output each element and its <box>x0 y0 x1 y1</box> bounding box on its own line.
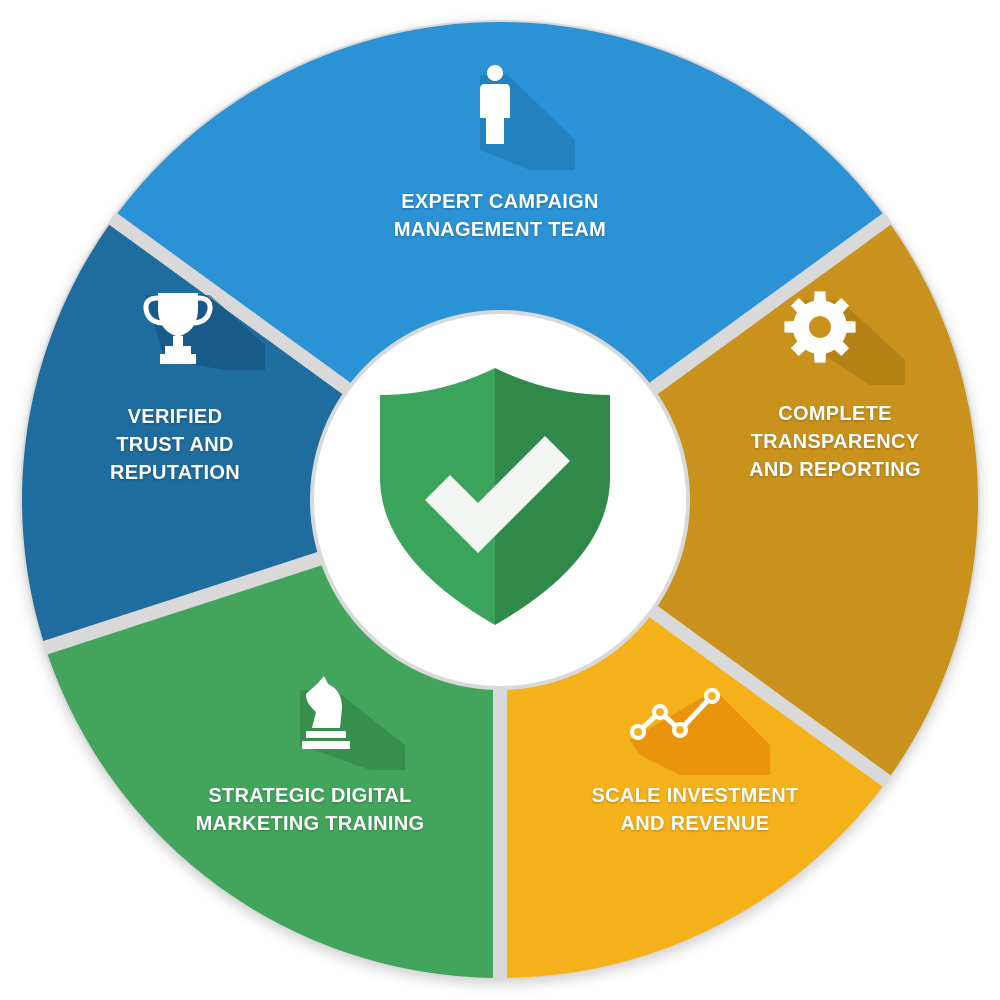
person-icon <box>480 65 510 144</box>
trophy-icon <box>143 293 213 364</box>
label-line: AND REPORTING <box>749 459 921 481</box>
label-line: STRATEGIC DIGITAL <box>208 785 412 807</box>
label-line: REPUTATION <box>109 462 241 484</box>
segment-expert <box>117 22 883 383</box>
label-line: VERIFIED <box>127 406 223 428</box>
shield-check-icon <box>380 368 610 625</box>
label-transparency: COMPLETE TRANSPARENCY AND REPORTING <box>720 400 950 484</box>
label-line: MANAGEMENT TEAM <box>393 219 607 241</box>
label-trust: VERIFIED TRUST AND REPUTATION <box>80 403 270 487</box>
segment-training <box>47 565 494 978</box>
segment-scale <box>506 617 883 978</box>
check-mark <box>425 436 570 553</box>
label-line: COMPLETE <box>778 403 892 425</box>
label-line: MARKETING TRAINING <box>195 813 425 835</box>
label-training: STRATEGIC DIGITAL MARKETING TRAINING <box>175 782 445 838</box>
label-line: EXPERT CAMPAIGN <box>401 191 599 213</box>
line-chart-icon <box>630 688 720 740</box>
gear-icon <box>784 291 856 363</box>
label-line: TRUST AND <box>116 434 234 456</box>
segment-transparency <box>657 224 978 776</box>
icon-shadow-scale <box>630 690 770 775</box>
segment-trust <box>21 224 343 642</box>
label-expert: EXPERT CAMPAIGN MANAGEMENT TEAM <box>370 188 630 244</box>
label-line: AND REVENUE <box>620 813 770 835</box>
chess-knight-icon <box>302 676 350 749</box>
label-line: TRANSPARENCY <box>750 431 920 453</box>
label-scale: SCALE INVESTMENT AND REVENUE <box>565 782 825 838</box>
label-line: SCALE INVESTMENT <box>591 785 799 807</box>
